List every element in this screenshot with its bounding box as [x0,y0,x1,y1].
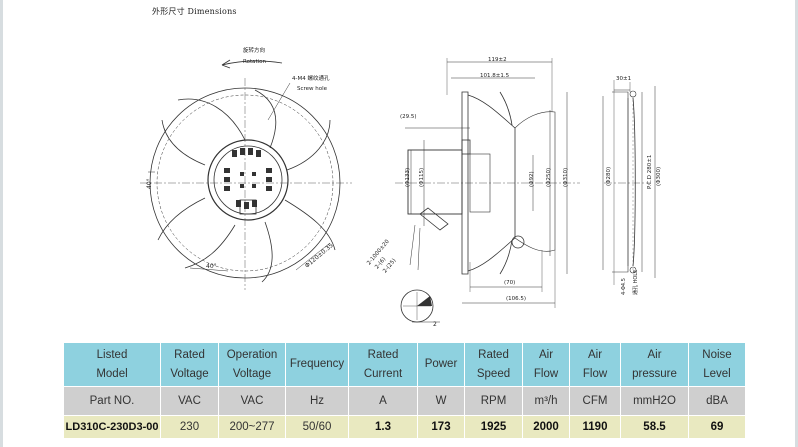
dim-phi-115: (Φ115) [419,168,425,187]
hole-label: 通孔 HOLE [632,270,639,295]
unit-cell: VAC [160,386,219,416]
dim-101-8: 101.8±1.5 [480,73,510,79]
pcd-label: Φ120±0.35 [304,242,335,270]
model-cell: LD310C-230D3-00 [63,415,161,439]
detail-dim-2: 2 [433,321,437,328]
flange-inner [632,97,636,267]
unit-cell: CFM [569,386,621,416]
dimensions-title: 外形尺寸 Dimensions [152,7,237,16]
value-cell: 230 [160,415,219,439]
value-cell: 69 [688,415,746,439]
dim-phi-92: (Φ92) [529,171,535,187]
front-view [140,59,352,290]
angle-label-bottom: 40° [206,263,217,270]
blade [177,98,246,141]
blade [157,197,206,241]
dim-119: 119±2 [488,57,507,63]
blade [161,119,206,166]
dimension-drawing: 旋转方向 Rotation 4-M4 螺纹通孔 Screw hole 40° 4… [140,46,662,328]
blade [286,119,331,171]
blade [284,199,336,251]
inlet-ring [514,111,556,252]
unit-cell: Part NO. [63,386,161,416]
motor-flange [461,139,471,155]
pcd-280: P.C.D 280±1 [647,155,653,189]
dim-phi-133: (Φ133) [405,168,411,187]
blade-edge [499,91,513,275]
hub-slots [224,148,272,209]
value-cell: 58.5 [620,415,689,439]
rotation-label-cn: 旋转方向 [243,46,265,54]
dim-phi-300: (Φ300) [656,167,662,186]
page-left-border [0,0,3,447]
value-cell: 200~277 [218,415,286,439]
cable-gland [239,199,257,215]
blade [254,89,277,149]
header-cell: Power [417,342,465,387]
unit-cell: RPM [464,386,523,416]
value-cell: 1190 [569,415,621,439]
unit-cell: W [417,386,465,416]
section-view [602,80,656,285]
unit-cell: mmH2O [620,386,689,416]
value-cell: 1925 [464,415,523,439]
motor-hub [207,139,289,221]
blade [261,221,273,283]
value-cell: 2000 [522,415,570,439]
dim-29-5: (29.5) [400,114,417,120]
dim-phi-280: (Φ280) [606,167,612,186]
dim-106-5: (106.5) [506,296,526,302]
value-cell: 1.3 [348,415,418,439]
unit-cell: VAC [218,386,286,416]
unit-cell: dBA [688,386,746,416]
dim-70: (70) [504,280,515,286]
side-view [395,58,580,323]
table-units-row: Part NO. VAC VAC Hz A W RPM m³/h CFM mmH… [63,386,746,416]
page-right-border [795,0,798,447]
cable-outlet [419,207,449,231]
screw-hole-label-en: Screw hole [297,86,328,92]
table-row: LD310C-230D3-00 230 200~277 50/60 1.3 17… [63,415,746,439]
screw-hole-label-cn: 4-M4 螺纹通孔 [292,74,330,82]
inlet-curl [511,235,525,249]
angle-label-left: 40° [146,178,153,189]
blade [184,224,236,269]
dim-phi-310: (Φ310) [563,168,569,187]
rotation-label-en: Rotation [243,59,267,65]
value-cell: 50/60 [285,415,349,439]
motor-body [407,149,463,215]
unit-cell: A [348,386,418,416]
header-cell: Frequency [285,342,349,387]
value-cell: 173 [417,415,465,439]
dim-30: 30±1 [616,76,631,82]
dim-phi-250: (Φ250) [546,168,552,187]
hole-size: 4-Φ4.5 [621,278,627,295]
unit-cell: Hz [285,386,349,416]
unit-cell: m³/h [522,386,570,416]
